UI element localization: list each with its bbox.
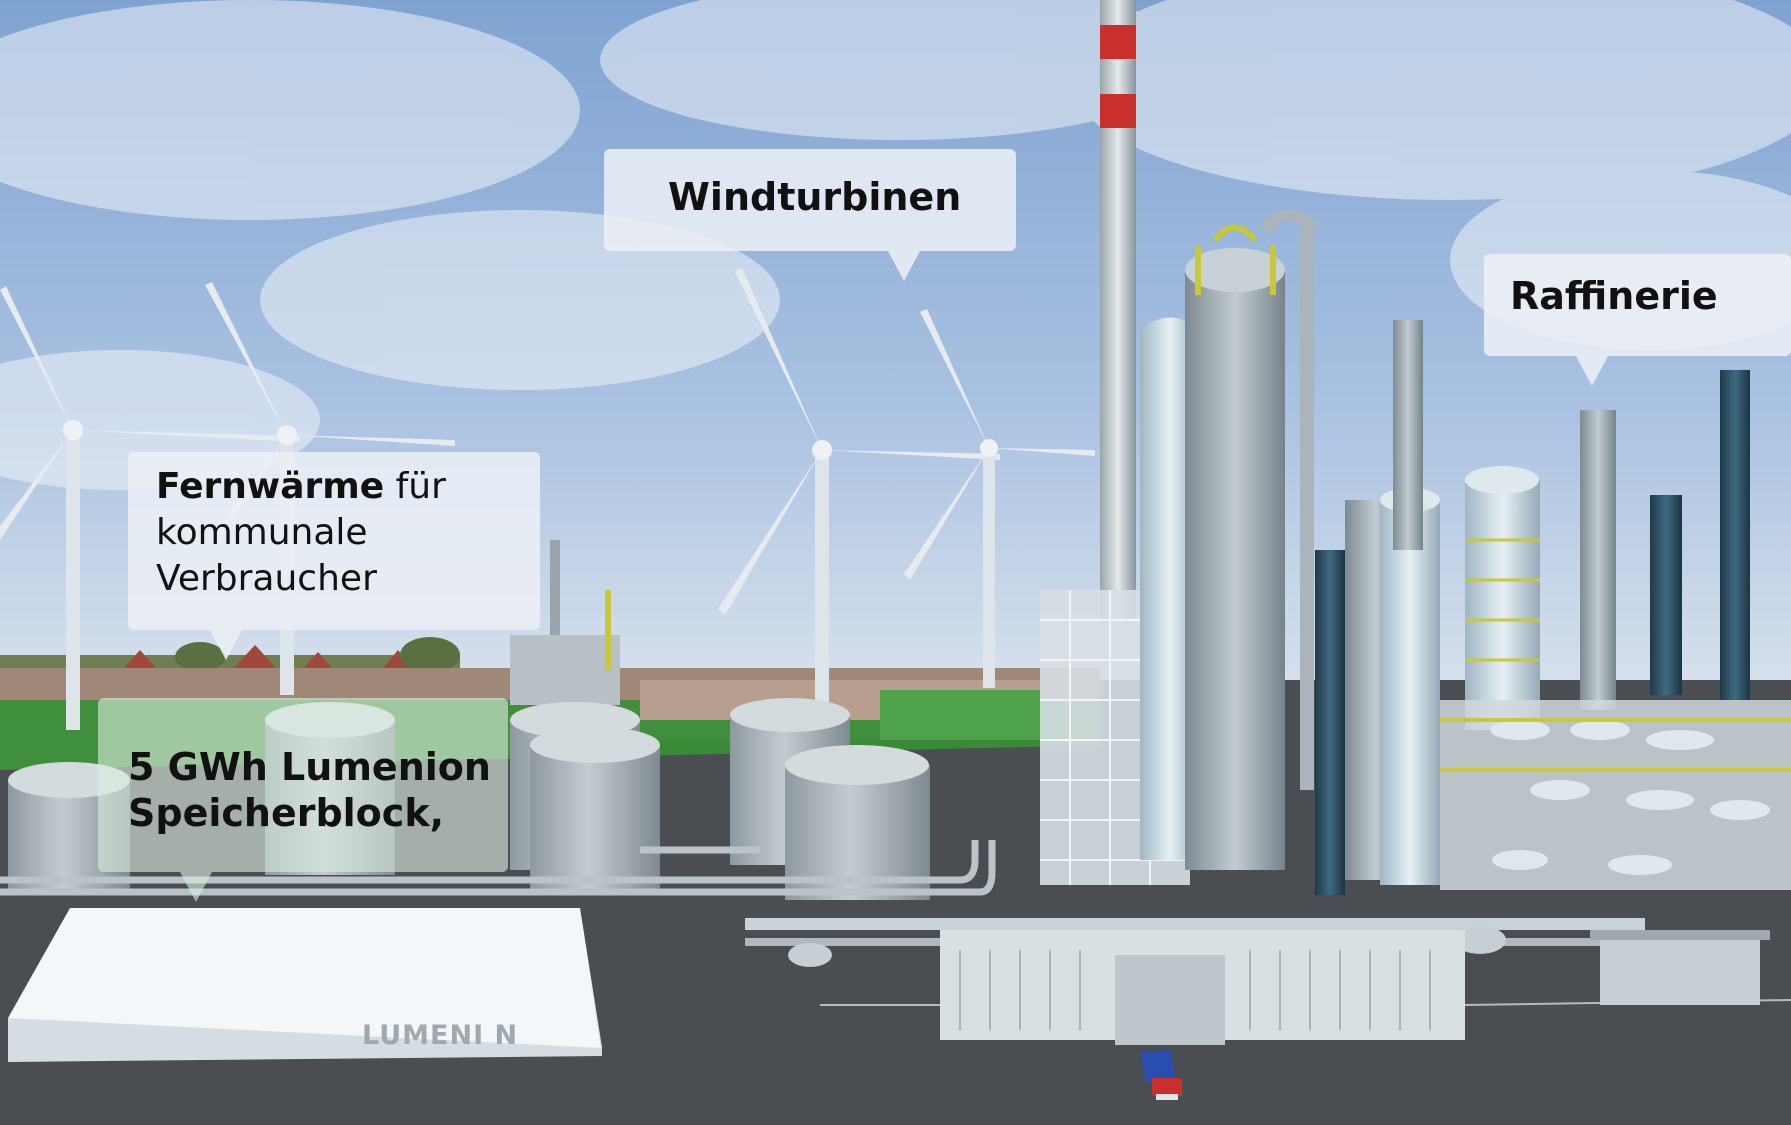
chimney-stack [1100, 0, 1136, 620]
callout-fernwaerme-text: Fernwärme für kommunale Verbraucher [156, 464, 446, 602]
callout-windturbinen: Windturbinen [604, 149, 1016, 281]
callout-speicherblock-text: 5 GWh Lumenion Speicherblock, [128, 744, 491, 836]
ground-pipes [0, 840, 996, 896]
callout-windturbinen-label: Windturbinen [668, 175, 962, 219]
fernwaerme-line3: Verbraucher [156, 558, 377, 599]
lumenion-storage-building [8, 908, 602, 1062]
callout-tail [888, 251, 920, 281]
callout-tail [180, 872, 212, 902]
callout-tail [210, 630, 242, 660]
wind-turbines [0, 268, 1095, 730]
refinery-columns [1140, 209, 1750, 895]
fernwaerme-line2: kommunale [156, 512, 368, 553]
fernwaerme-bold: Fernwärme [156, 466, 385, 507]
callout-raffinerie-label: Raffinerie [1510, 274, 1718, 318]
speicherblock-line1: 5 GWh Lumenion [128, 745, 491, 789]
truck-icon [1140, 1050, 1182, 1100]
callout-fernwaerme: Fernwärme für kommunale Verbraucher [128, 452, 540, 660]
callout-speicherblock: 5 GWh Lumenion Speicherblock, [98, 698, 508, 902]
gatehouse [1590, 930, 1770, 1005]
control-building [940, 930, 1465, 1045]
fernwaerme-rest: für [384, 466, 446, 507]
process-area [1440, 700, 1791, 890]
lumenion-logo-text: LUMENI N [362, 1020, 519, 1051]
lumenion-logo: LUMENI N [362, 1020, 552, 1060]
speicherblock-line2: Speicherblock, [128, 791, 445, 835]
background-structures [510, 540, 620, 705]
callout-tail [1576, 356, 1608, 386]
callout-raffinerie: Raffinerie [1484, 254, 1791, 386]
